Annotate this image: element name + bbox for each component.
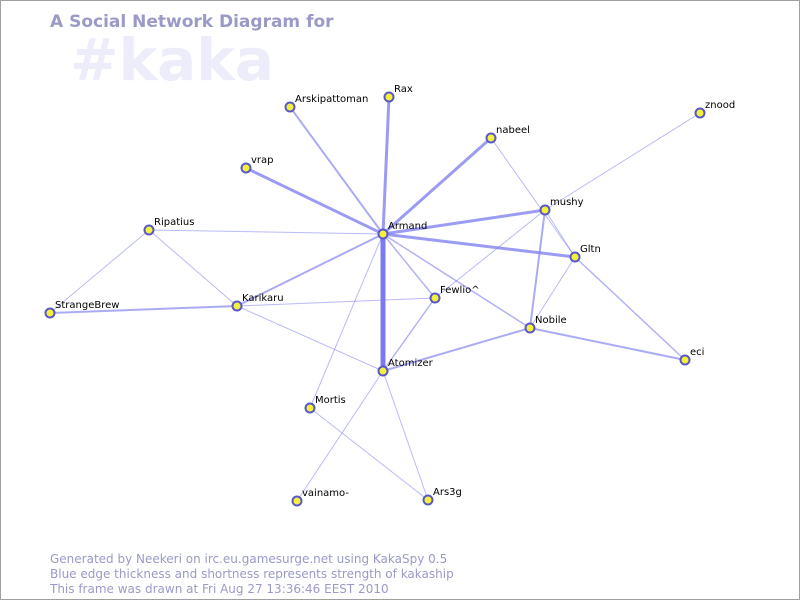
node-marker xyxy=(44,307,56,319)
node-nabeel: nabeel xyxy=(485,125,530,144)
diagram-title: A Social Network Diagram for xyxy=(50,12,334,32)
edge-karikaru-fewlio xyxy=(236,297,436,307)
edge-armand-arskipattoman xyxy=(289,106,384,235)
node-marker xyxy=(240,162,252,174)
edge-armand-nabeel xyxy=(381,136,493,236)
node-gltn: Gltn xyxy=(569,244,601,263)
edge-nabeel-gltn xyxy=(490,137,576,258)
edge-nobile-eci xyxy=(529,327,686,361)
node-mushy: mushy xyxy=(539,197,584,216)
node-marker xyxy=(377,365,389,377)
edge-gltn-nobile xyxy=(529,256,576,329)
edge-armand-gltn xyxy=(381,232,577,259)
node-mortis: Mortis xyxy=(304,395,346,414)
node-label: Atomizer xyxy=(388,358,434,369)
footer-generator-line: Generated by Neekeri on irc.eu.gamesurge… xyxy=(50,552,448,566)
node-ripatius: Ripatius xyxy=(143,217,194,236)
edge-armand-mortis xyxy=(309,233,384,409)
edge-mortis-ars3g xyxy=(309,407,429,501)
edge-gltn-eci xyxy=(574,256,686,361)
edge-atomizer-karikaru xyxy=(236,305,384,372)
node-marker xyxy=(429,292,441,304)
node-label: Ars3g xyxy=(433,487,462,498)
node-label: eci xyxy=(690,347,704,358)
node-marker xyxy=(143,224,155,236)
footer-legend-line: Blue edge thickness and shortness repres… xyxy=(50,567,454,581)
node-marker xyxy=(231,300,243,312)
node-marker xyxy=(304,402,316,414)
node-label: mushy xyxy=(550,197,584,208)
node-label: StrangeBrew xyxy=(55,300,119,311)
node-marker xyxy=(422,494,434,506)
edge-mushy-fewlio xyxy=(434,209,546,299)
node-marker xyxy=(679,354,691,366)
edge-armand-karikaru xyxy=(236,233,384,307)
node-marker xyxy=(377,228,389,240)
edge-armand-mushy xyxy=(381,208,547,236)
node-label: Fewlio^ xyxy=(440,285,480,296)
edge-armand-rax xyxy=(381,95,391,236)
node-arskipattoman: Arskipattoman xyxy=(284,94,368,113)
node-armand: Armand xyxy=(377,221,427,240)
node-label: Armand xyxy=(388,221,427,232)
node-marker xyxy=(284,101,296,113)
node-fewlio: Fewlio^ xyxy=(429,285,480,304)
node-eci: eci xyxy=(679,347,704,366)
node-marker xyxy=(539,204,551,216)
edge-ripatius-karikaru xyxy=(148,229,238,307)
node-label: znood xyxy=(705,100,735,111)
node-vrap: vrap xyxy=(240,155,274,174)
edge-armand-vrap xyxy=(244,166,385,236)
node-ars3g: Ars3g xyxy=(422,487,462,506)
edge-armand-ripatius xyxy=(148,229,384,235)
node-marker xyxy=(485,132,497,144)
edge-atomizer-vainamo xyxy=(296,370,384,502)
node-label: Arskipattoman xyxy=(295,94,368,105)
node-label: Ripatius xyxy=(154,217,194,228)
edge-mushy-nobile xyxy=(529,209,546,329)
node-marker xyxy=(291,495,303,507)
edges-layer xyxy=(49,95,701,502)
node-vainamo: vainamo- xyxy=(291,488,349,507)
node-label: Karikaru xyxy=(242,293,284,304)
footer: Generated by Neekeri on irc.eu.gamesurge… xyxy=(50,552,454,597)
edge-strangebrew-karikaru xyxy=(49,305,238,314)
node-label: Mortis xyxy=(315,395,346,406)
node-label: vainamo- xyxy=(302,488,349,499)
node-atomizer: Atomizer xyxy=(377,358,434,377)
node-label: vrap xyxy=(251,155,274,166)
node-marker xyxy=(524,322,536,334)
node-marker xyxy=(569,251,581,263)
edge-atomizer-nobile xyxy=(382,327,531,372)
channel-watermark: #kaka xyxy=(70,26,275,94)
edge-armand-fewlio xyxy=(382,233,436,299)
node-label: Rax xyxy=(394,84,413,95)
node-strangebrew: StrangeBrew xyxy=(44,300,119,319)
node-nobile: Nobile xyxy=(524,315,567,334)
edge-mushy-znood xyxy=(544,112,701,211)
node-marker xyxy=(694,107,706,119)
node-znood: znood xyxy=(694,100,735,119)
node-label: Nobile xyxy=(535,315,567,326)
footer-timestamp-line: This frame was drawn at Fri Aug 27 13:36… xyxy=(50,582,389,596)
node-rax: Rax xyxy=(383,84,413,103)
edge-atomizer-fewlio xyxy=(382,297,436,372)
node-label: Gltn xyxy=(580,244,601,255)
edge-atomizer-ars3g xyxy=(382,370,429,501)
edge-strangebrew-ripatius xyxy=(49,229,150,314)
node-marker xyxy=(383,91,395,103)
node-karikaru: Karikaru xyxy=(231,293,284,312)
node-label: nabeel xyxy=(496,125,530,136)
